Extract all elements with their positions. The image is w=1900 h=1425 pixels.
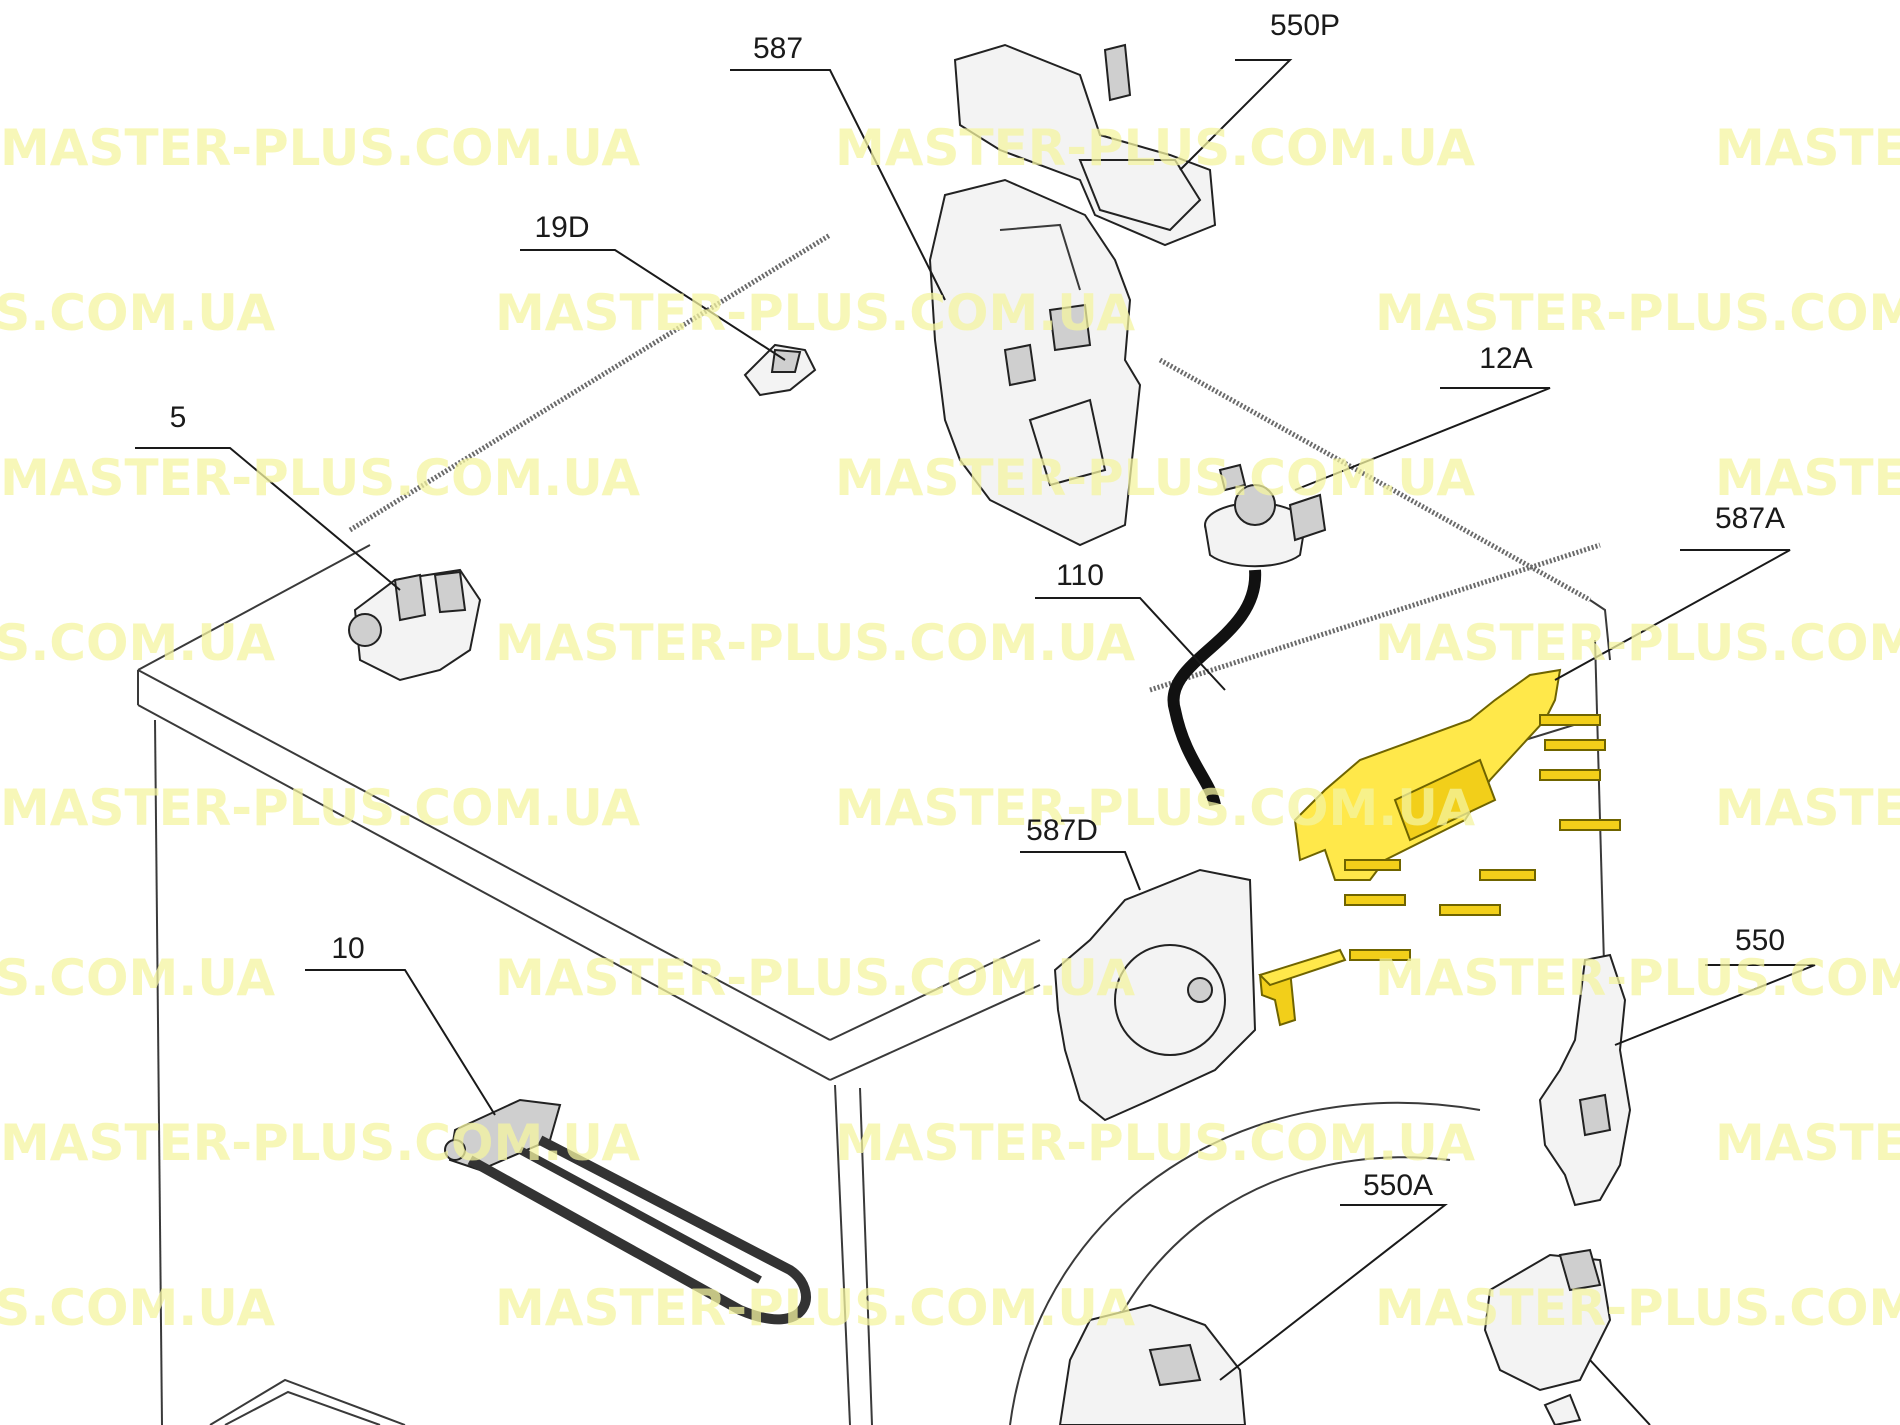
callout-labels: 587 550P 19D 12A 5 587A 110 587D 10 550 …: [170, 9, 1785, 1202]
watermark-text: MASTER-PLUS.COM.UA: [495, 614, 1135, 672]
leader-lines: [135, 59, 1816, 1425]
part-12A: [1204, 463, 1327, 568]
callout-label-587: 587: [753, 32, 803, 65]
callout-label-550P: 550P: [1270, 9, 1340, 42]
callout-label-12A: 12A: [1479, 342, 1532, 375]
part-550P: [953, 43, 1217, 247]
part-587D: [1053, 868, 1257, 1122]
watermark-text: MASTER-PLUS.COM.UA: [1715, 1114, 1900, 1172]
watermark-text: MASTER-PLUS.COM.UA: [0, 1279, 275, 1337]
part-door-lock: [1483, 1248, 1612, 1425]
part-10: [444, 1098, 811, 1325]
watermark-text: MASTER-PLUS.COM.UA: [835, 119, 1475, 177]
callout-label-19D: 19D: [534, 211, 589, 244]
part-110-hose: [1167, 569, 1262, 807]
watermark-text: MASTER-PLUS.COM.UA: [1375, 614, 1900, 672]
callout-label-550: 550: [1735, 924, 1785, 957]
watermark-text: MASTER-PLUS.COM.UA: [1375, 949, 1900, 1007]
watermark-text: MASTER-PLUS.COM.UA: [0, 949, 275, 1007]
watermark-text: MASTER-PLUS.COM.UA: [0, 614, 275, 672]
callout-label-587A: 587A: [1715, 502, 1785, 535]
watermark-text: MASTER-PLUS.COM.UA: [1715, 779, 1900, 837]
callout-label-550A: 550A: [1363, 1169, 1433, 1202]
callout-label-110: 110: [1056, 559, 1104, 592]
watermark-text: MASTER-PLUS.COM.UA: [0, 779, 640, 837]
part-5: [348, 568, 482, 682]
part-19D: [743, 343, 817, 397]
watermark-text: MASTER-PLUS.COM.UA: [0, 1114, 640, 1172]
watermark-text: MASTER-PLUS.COM.UA: [495, 1279, 1135, 1337]
watermark-text: MASTER-PLUS.COM.UA: [835, 449, 1475, 507]
watermark-text: MASTER-PLUS.COM.UA: [0, 284, 275, 342]
watermark-text: MASTER-PLUS.COM.UA: [0, 449, 640, 507]
part-550: [1538, 953, 1632, 1207]
watermark-text: MASTER-PLUS.COM.UA: [1715, 449, 1900, 507]
watermark-text: MASTER-PLUS.COM.UA: [1375, 1279, 1900, 1337]
watermark-text: MASTER-PLUS.COM.UA: [495, 284, 1135, 342]
part-550A: [1058, 1303, 1247, 1425]
watermark-text: MASTER-PLUS.COM.UA: [0, 119, 640, 177]
part-587A-highlighted: [1258, 668, 1621, 1027]
watermark-text: MASTER-PLUS.COM.UA: [835, 1114, 1475, 1172]
cabinet-outline: [137, 232, 1611, 1425]
watermark-text: MASTER-PLUS.COM.UA: [835, 779, 1475, 837]
part-587: [928, 178, 1142, 547]
callout-label-587D: 587D: [1026, 814, 1098, 847]
callout-label-10: 10: [331, 932, 364, 965]
watermark-text: MASTER-PLUS.COM.UA: [1715, 119, 1900, 177]
watermark-text: MASTER-PLUS.COM.UA: [495, 949, 1135, 1007]
watermark-text: MASTER-PLUS.COM.UA: [1375, 284, 1900, 342]
watermark-layer: MASTER-PLUS.COM.UA MASTER-PLUS.COM.UA MA…: [0, 119, 1900, 1337]
callout-label-5: 5: [170, 401, 187, 434]
